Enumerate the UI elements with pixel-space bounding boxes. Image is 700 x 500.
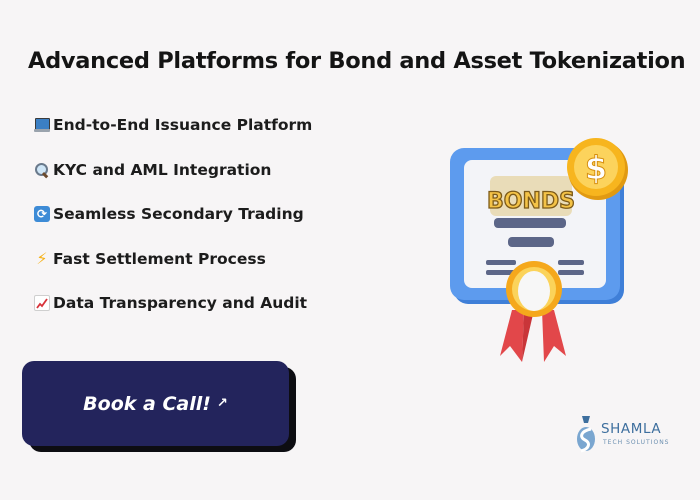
book-call-label: Book a Call! (83, 392, 211, 415)
feature-list: End-to-End Issuance Platform KYC and AML… (34, 114, 312, 337)
shamla-logo: SHAMLA TECH SOLUTIONS (573, 415, 673, 455)
feature-label: Seamless Secondary Trading (53, 205, 304, 224)
dollar-sign: $ (585, 149, 607, 187)
feature-item-settlement: ⚡ Fast Settlement Process (34, 248, 312, 270)
book-call-button[interactable]: Book a Call! ↗ (22, 361, 289, 446)
logo-tagline: TECH SOLUTIONS (603, 439, 670, 446)
feature-item-issuance: End-to-End Issuance Platform (34, 114, 312, 136)
feature-item-kyc: KYC and AML Integration (34, 159, 312, 181)
bonds-label: BONDS (487, 189, 575, 214)
feature-item-trading: ⟳ Seamless Secondary Trading (34, 203, 312, 225)
lightning-icon: ⚡ (36, 248, 48, 268)
chart-up-icon (34, 295, 50, 312)
feature-label: Data Transparency and Audit (53, 294, 308, 313)
page-title: Advanced Platforms for Bond and Asset To… (28, 48, 686, 74)
bond-certificate-illustration: BONDS $ (450, 124, 640, 374)
logo-mark-icon (577, 416, 595, 453)
logo-name: SHAMLA (601, 421, 662, 437)
feature-label: End-to-End Issuance Platform (53, 116, 313, 134)
laptop-icon (34, 117, 50, 133)
cycle-arrows-icon: ⟳ (34, 206, 50, 223)
feature-label: Fast Settlement Process (53, 249, 266, 268)
arrow-up-right-icon: ↗ (216, 396, 228, 411)
magnifier-icon (34, 162, 50, 178)
feature-label: KYC and AML Integration (53, 160, 272, 179)
feature-item-transparency: Data Transparency and Audit (34, 292, 312, 314)
